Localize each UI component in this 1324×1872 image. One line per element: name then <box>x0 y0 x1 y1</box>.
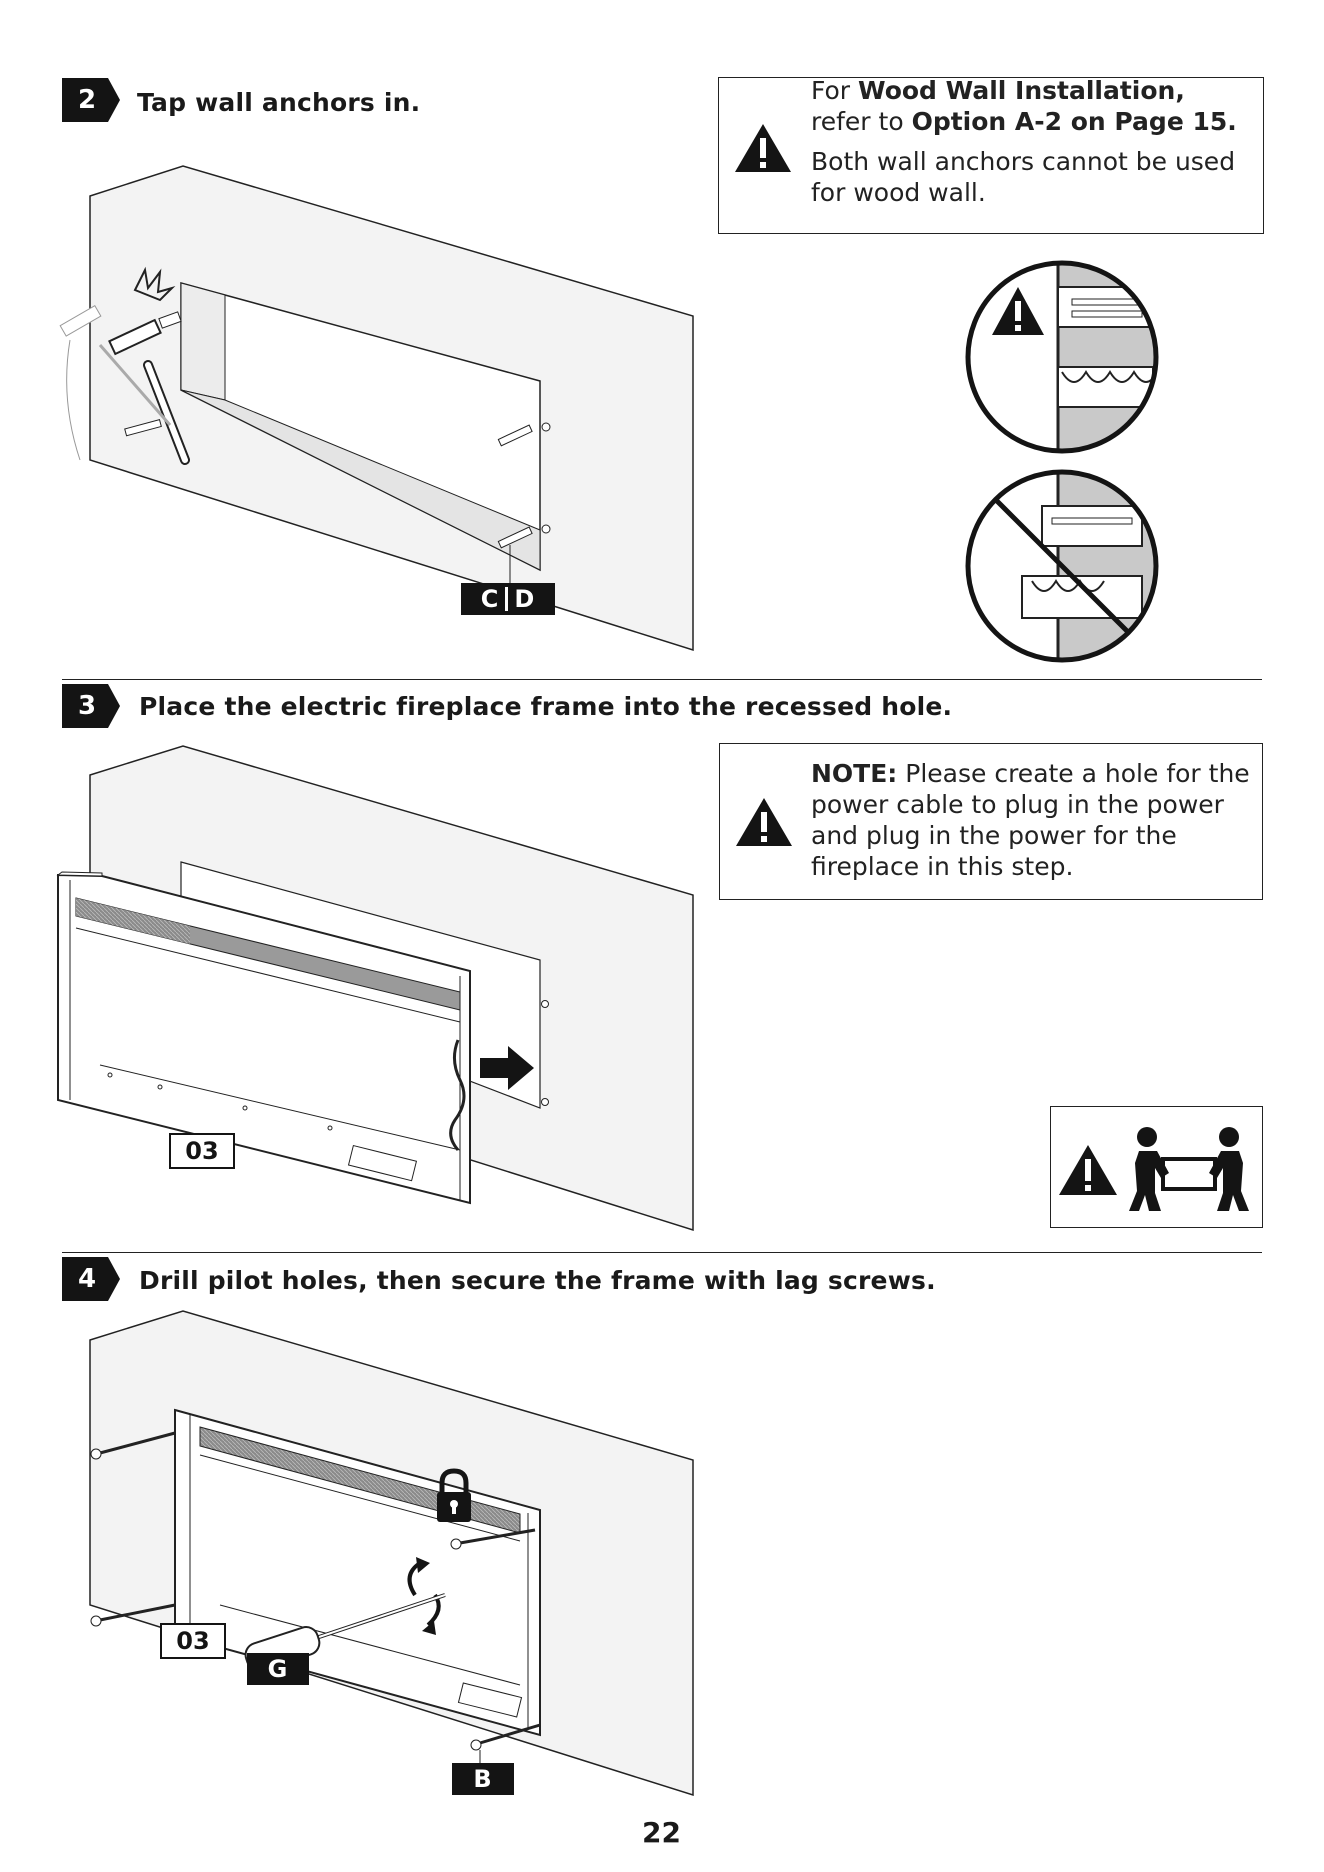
step-2-number: 2 <box>77 85 97 115</box>
warning-triangle-icon <box>735 124 791 172</box>
section-divider-1 <box>62 679 1262 680</box>
frame-part-label-step3: 03 <box>169 1133 235 1169</box>
wall-anchor-top-right <box>497 422 551 447</box>
fireplace-frame <box>56 871 471 1205</box>
wall-anchor-bottom-right <box>497 524 551 588</box>
wood-wall-warning-text: For Wood Wall Installation, refer to Opt… <box>811 75 1261 208</box>
step-badge-shape <box>62 1257 120 1301</box>
part-d-label: D <box>514 585 536 613</box>
rotate-arrow-icon <box>407 1557 441 1635</box>
warning-triangle-icon <box>1059 1145 1117 1195</box>
anchor-correct-detail <box>965 260 1159 454</box>
frame-part-label-step4: 03 <box>160 1623 226 1659</box>
part-c-label: C <box>480 585 500 613</box>
step-badge-shape <box>62 684 120 728</box>
warning-line3: Both wall anchors cannot be used for woo… <box>811 147 1236 207</box>
warning-line2-prefix: refer to <box>811 107 912 136</box>
step-2-wall-illustration <box>59 165 694 652</box>
push-arrow <box>480 1046 534 1090</box>
warning-triangle-icon <box>736 798 792 846</box>
padlock-icon <box>437 1468 471 1522</box>
power-note-box: NOTE: Please create a hole for the power… <box>719 743 1263 900</box>
note-label: NOTE: <box>811 759 898 788</box>
hammer-icon <box>59 266 190 465</box>
two-person-lift-box <box>1050 1106 1263 1228</box>
warning-line2-bold: Option A-2 on Page 15. <box>911 107 1237 136</box>
step-4-number: 4 <box>77 1264 97 1294</box>
step-2-title: Tap wall anchors in. <box>137 88 421 117</box>
power-note-text: NOTE: Please create a hole for the power… <box>811 758 1261 882</box>
step-4-badge: 4 <box>62 1257 120 1301</box>
lag-screw-icon <box>90 1431 541 1780</box>
step-2-badge: 2 <box>62 78 120 122</box>
part-c-d-label: C D <box>461 583 555 615</box>
step-3-number: 3 <box>77 691 97 721</box>
warning-line1-bold: Wood Wall Installation, <box>858 76 1185 105</box>
lag-screw-part-label: B <box>452 1763 514 1795</box>
step-3-badge: 3 <box>62 684 120 728</box>
screwdriver-part-label: G <box>247 1653 309 1685</box>
wood-wall-warning-box: For Wood Wall Installation, refer to Opt… <box>718 75 1264 234</box>
step-4-title: Drill pilot holes, then secure the frame… <box>139 1266 936 1295</box>
warning-line1-prefix: For <box>811 76 859 105</box>
step-4-illustration <box>89 1310 694 1797</box>
step-3-illustration <box>56 745 694 1232</box>
note-body: Please create a hole for the power cable… <box>811 759 1250 881</box>
two-person-lift-icon <box>1129 1127 1249 1211</box>
step-badge-shape <box>62 78 120 122</box>
step-3-title: Place the electric fireplace frame into … <box>139 692 953 721</box>
section-divider-2 <box>62 1252 1262 1253</box>
page-number: 22 <box>642 1816 681 1849</box>
step-2-wall-side <box>608 312 698 652</box>
anchor-prohibited-detail <box>965 469 1159 663</box>
